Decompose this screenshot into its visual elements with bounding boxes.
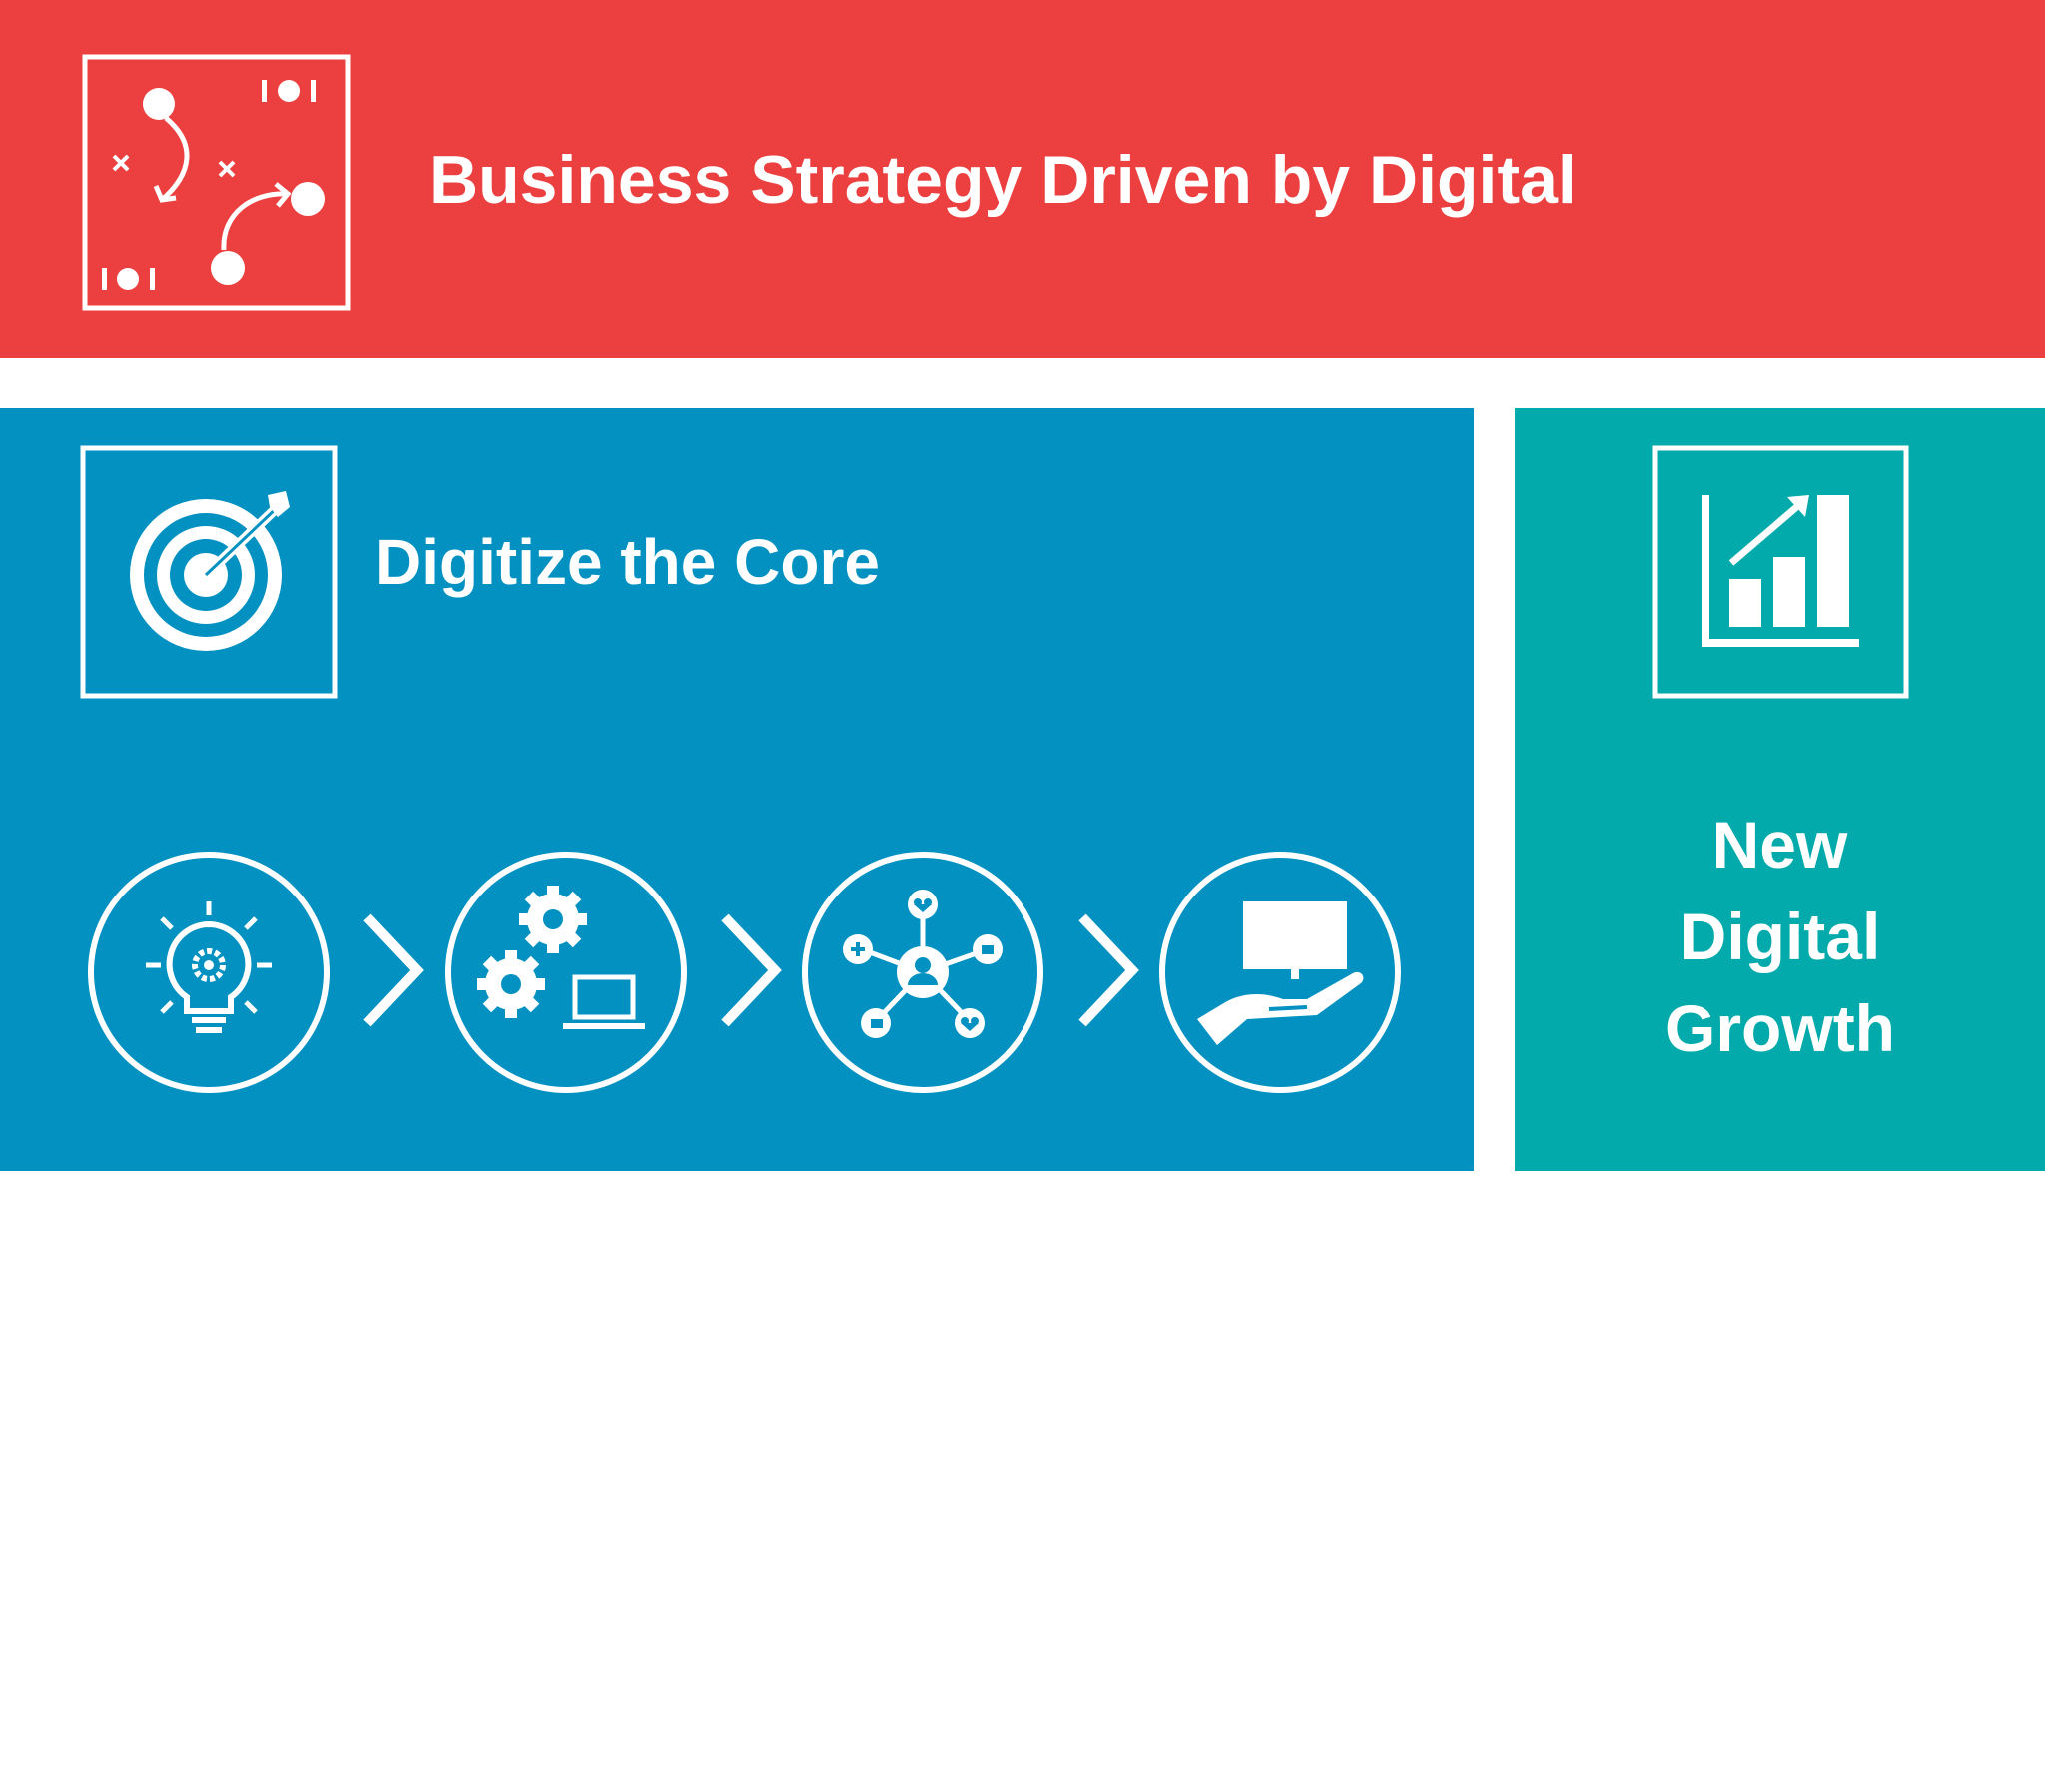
bar-chart-growth-icon xyxy=(1652,445,1909,699)
growth-title-line: Digital xyxy=(1679,899,1881,973)
core-title: Digitize the Core xyxy=(375,526,880,598)
growth-title-line: Growth xyxy=(1665,991,1895,1065)
gears-laptop-icon xyxy=(443,850,689,1095)
lightbulb-gear-icon xyxy=(86,850,332,1095)
chevron-right-icon xyxy=(361,911,425,1029)
target-arrow-icon xyxy=(80,445,338,699)
chevron-right-icon xyxy=(1076,911,1140,1029)
social-network-icon xyxy=(800,850,1045,1095)
hand-monitor-icon xyxy=(1157,850,1403,1095)
strategy-title: Business Strategy Driven by Digital xyxy=(429,142,1577,218)
growth-panel xyxy=(1515,408,2045,1171)
growth-title: New Digital Growth xyxy=(1515,799,2045,1074)
strategy-band xyxy=(0,0,2045,358)
growth-title-line: New xyxy=(1711,808,1848,882)
strategy-playbook-icon xyxy=(82,54,351,311)
chevron-right-icon xyxy=(719,911,783,1029)
